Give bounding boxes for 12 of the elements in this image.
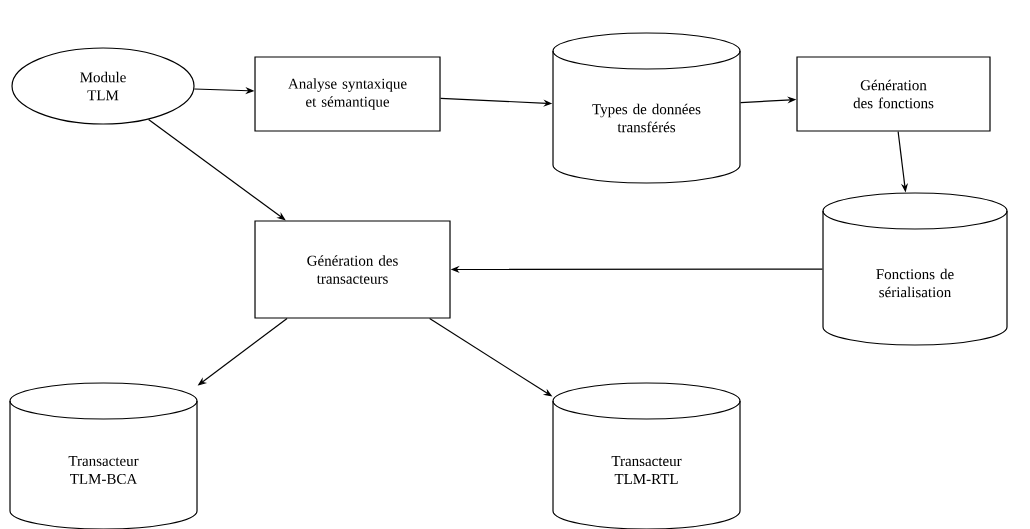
process-box: Génération des transacteurs bbox=[254, 220, 451, 319]
data-cylinder: Types de données transférés bbox=[552, 32, 741, 184]
data-cylinder: Transacteur TLM-BCA bbox=[9, 382, 198, 529]
node-label: Fonctions de sérialisation bbox=[876, 268, 954, 298]
node-label: Types de données transférés bbox=[592, 103, 701, 133]
process-box: Génération des fonctions bbox=[796, 56, 991, 132]
data-cylinder: Fonctions de sérialisation bbox=[822, 192, 1008, 346]
ellipse-node: Module TLM bbox=[11, 47, 195, 125]
process-box: Analyse syntaxique et sémantique bbox=[254, 56, 441, 132]
data-cylinder: Transacteur TLM-RTL bbox=[552, 382, 741, 529]
node-label: Transacteur TLM-BCA bbox=[68, 456, 139, 484]
node-label: Transacteur TLM-RTL bbox=[611, 456, 682, 484]
